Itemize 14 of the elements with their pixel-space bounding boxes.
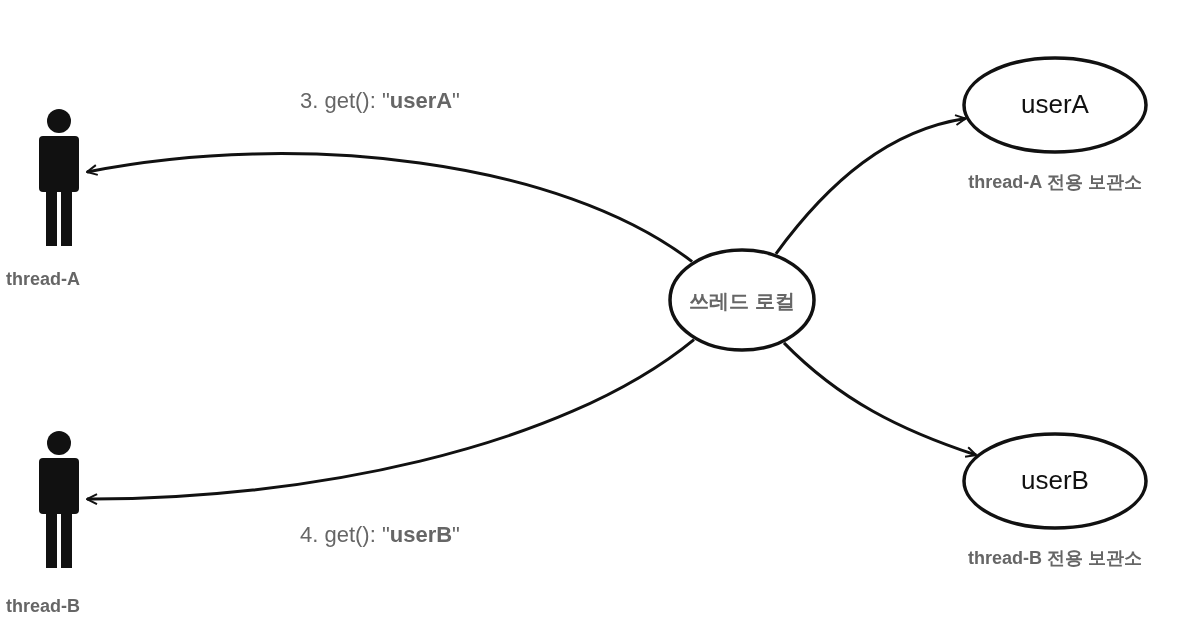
arrow — [86, 338, 695, 505]
storage-caption: thread-A 전용 보관소 — [968, 171, 1142, 194]
thread-label: thread-B — [6, 596, 80, 617]
arrow — [774, 114, 967, 255]
node-label: 쓰레드 로컬 — [689, 289, 795, 314]
arrow — [782, 341, 978, 458]
ellipse-node — [962, 432, 1148, 530]
ellipse-node — [668, 248, 816, 352]
ellipse-node — [962, 56, 1148, 154]
thread-label: thread-A — [6, 269, 80, 290]
node-label: userA — [1021, 89, 1089, 121]
arrow — [86, 152, 693, 263]
node-label: userB — [1021, 465, 1089, 497]
storage-caption: thread-B 전용 보관소 — [968, 547, 1142, 570]
